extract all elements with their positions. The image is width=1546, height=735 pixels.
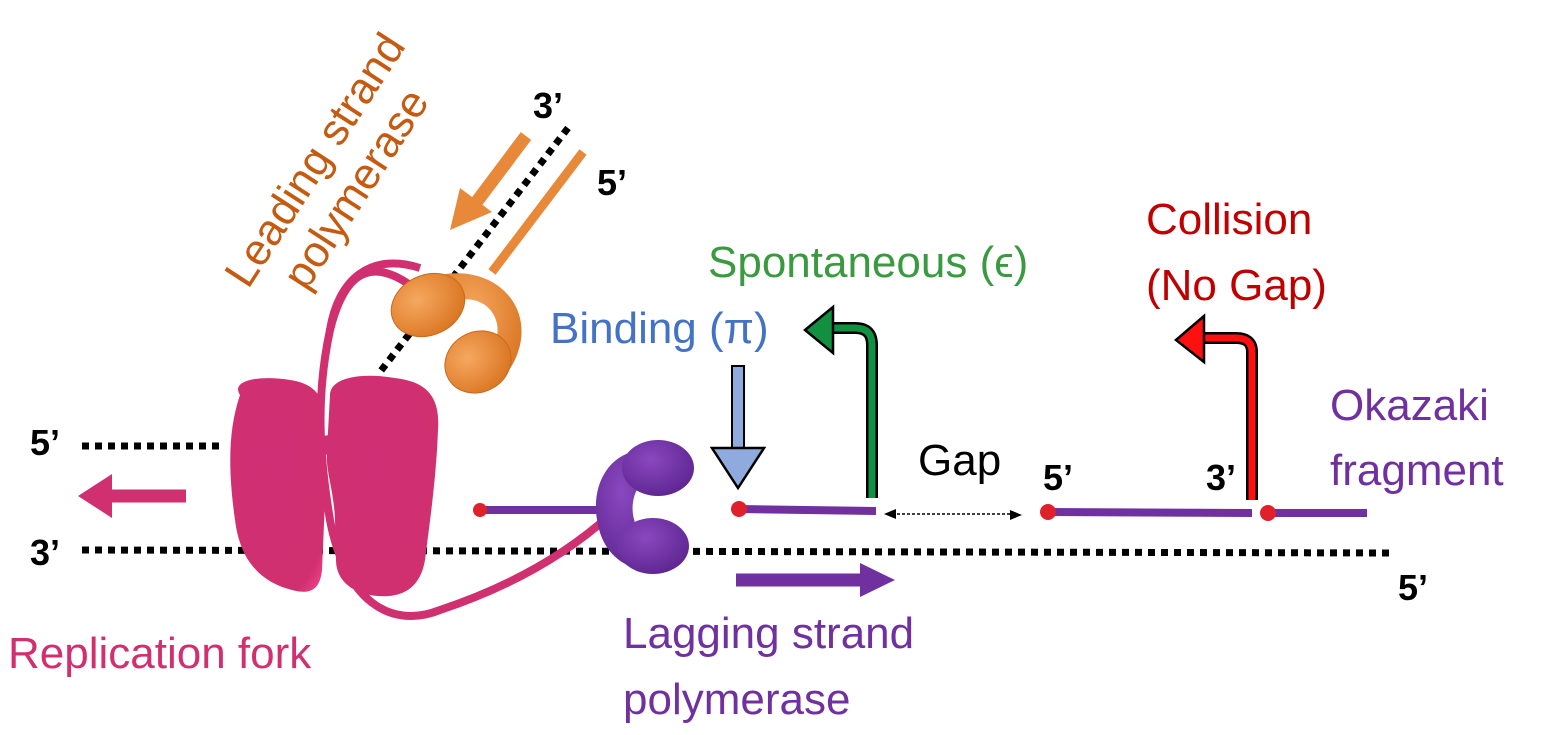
left-5prime: 5’ bbox=[30, 422, 60, 463]
left-3prime: 3’ bbox=[30, 532, 60, 573]
fragment-3 bbox=[1047, 508, 1253, 517]
leading-3prime: 3’ bbox=[533, 85, 563, 126]
spontaneous-arrow bbox=[803, 304, 878, 498]
leading-new-strand bbox=[488, 149, 587, 275]
spontaneous-label: Spontaneous (ϵ) bbox=[708, 238, 1028, 287]
leading-direction-arrow bbox=[450, 132, 532, 230]
lagging-polymerase-icon bbox=[595, 440, 694, 574]
gap-double-arrow bbox=[884, 509, 1022, 520]
template-strands bbox=[81, 125, 1393, 557]
fragment-5prime: 5’ bbox=[1043, 457, 1073, 498]
gap-label: Gap bbox=[918, 436, 1001, 485]
helicase-icon bbox=[230, 375, 439, 597]
lagging-label-line2: polymerase bbox=[623, 675, 850, 724]
primer-dot bbox=[1040, 504, 1056, 520]
primer-dot bbox=[1260, 505, 1276, 521]
collision-arrow bbox=[1174, 313, 1258, 500]
collision-label-line1: Collision bbox=[1146, 195, 1312, 244]
lagging-label-line1: Lagging strand bbox=[623, 609, 914, 658]
leading-polymerase-icon bbox=[390, 272, 522, 394]
bottom-template-strand bbox=[81, 546, 1393, 557]
okazaki-label-line1: Okazaki bbox=[1330, 381, 1489, 430]
okazaki-fragments bbox=[473, 501, 1367, 521]
primer-dot bbox=[473, 503, 487, 517]
okazaki-label-line2: fragment bbox=[1330, 446, 1504, 495]
primer-dot bbox=[731, 501, 747, 517]
lagging-direction-arrow bbox=[736, 563, 895, 597]
fragment-2 bbox=[738, 505, 877, 515]
right-5prime: 5’ bbox=[1398, 567, 1428, 608]
binding-label: Binding (π) bbox=[550, 304, 769, 353]
fork-direction-arrow bbox=[78, 474, 186, 518]
collision-label-line2: (No Gap) bbox=[1146, 261, 1327, 310]
replication-fork-label: Replication fork bbox=[8, 629, 312, 678]
binding-arrow bbox=[709, 365, 767, 491]
fragment-3prime: 3’ bbox=[1206, 457, 1236, 498]
leading-5prime: 5’ bbox=[597, 162, 627, 203]
